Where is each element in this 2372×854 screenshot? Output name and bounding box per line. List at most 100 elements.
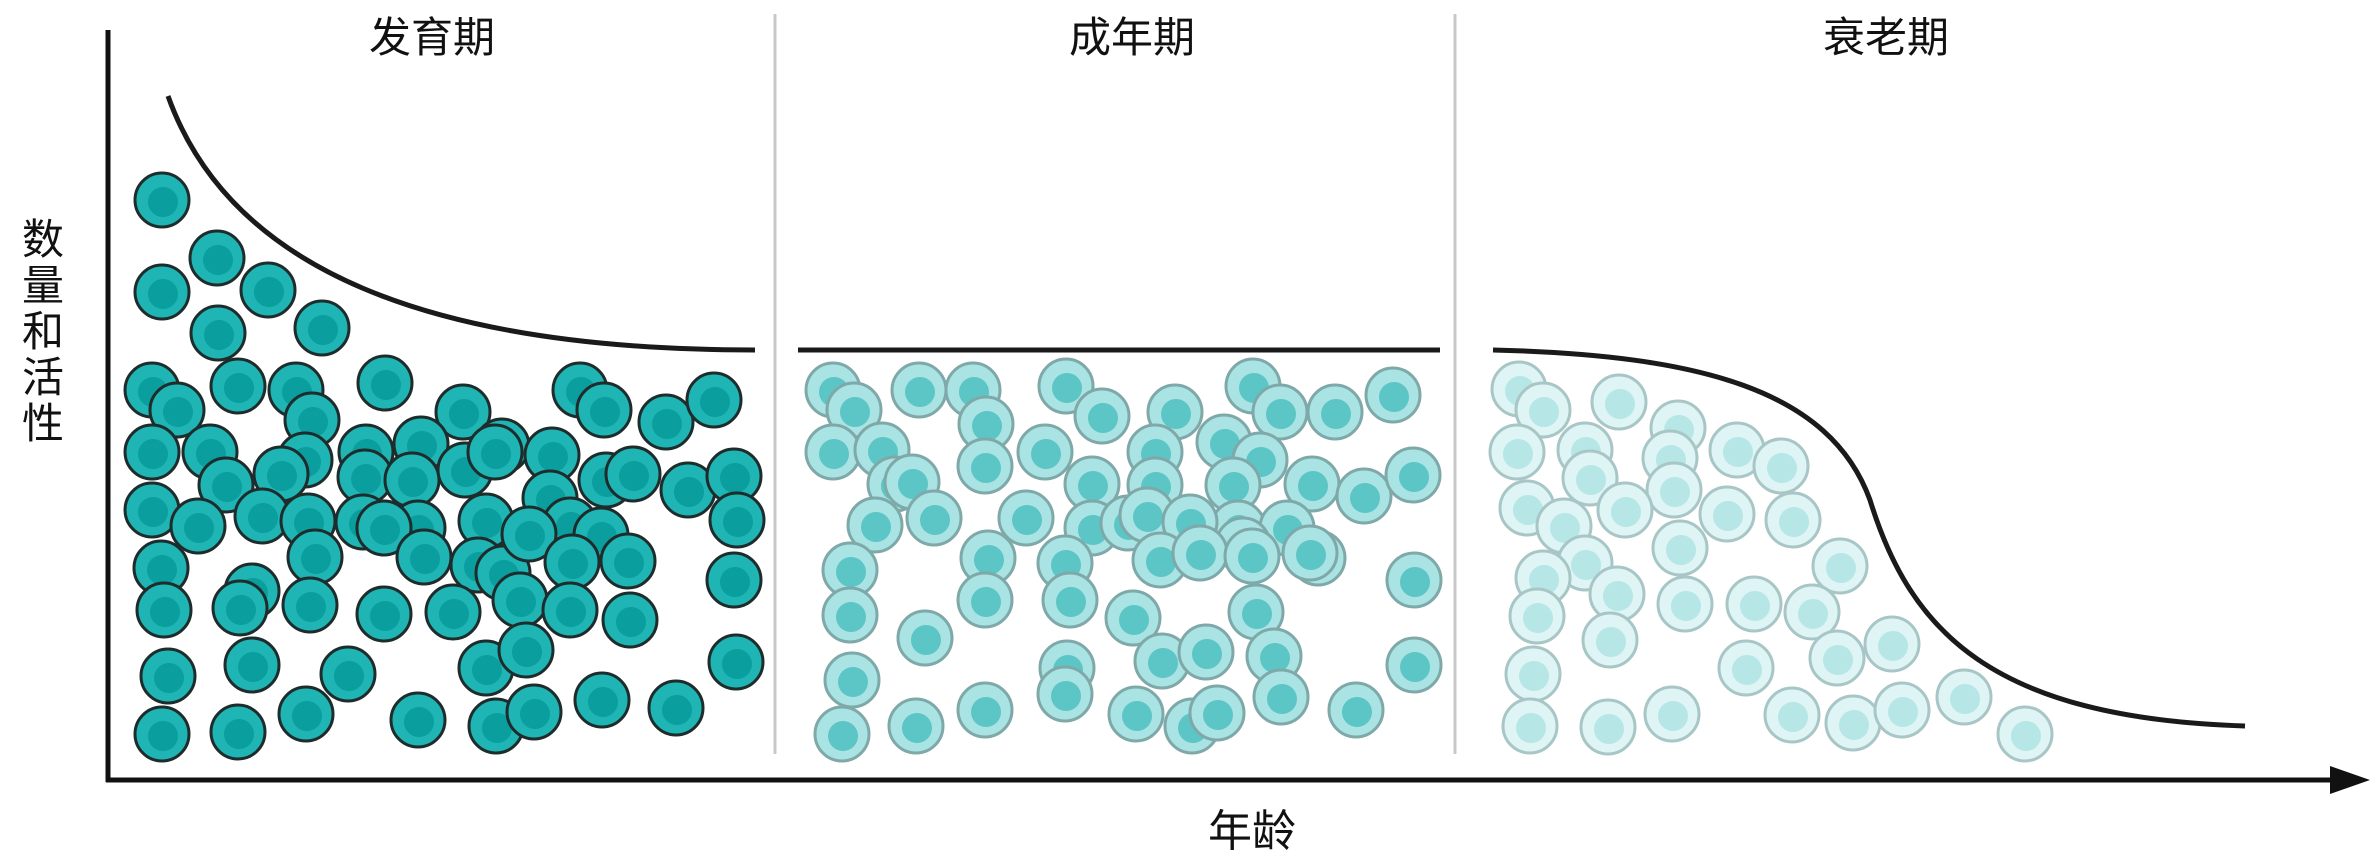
cell-icon (1656, 575, 1714, 633)
cell-icon (1588, 565, 1646, 623)
cell-icon (1725, 575, 1783, 633)
cell-icon (1104, 589, 1162, 647)
cell-icon (139, 647, 197, 705)
cell-icon (707, 633, 765, 691)
cell-icon (1508, 587, 1566, 645)
cell-icon (132, 539, 190, 597)
cell-icon (705, 551, 763, 609)
cell-icon (1863, 615, 1921, 673)
cell-icon (1107, 685, 1165, 743)
cell-icon (148, 381, 206, 439)
cell-icon (1561, 449, 1619, 507)
cell-icon (1514, 381, 1572, 439)
cell-icon (1281, 524, 1339, 582)
cell-icon (1227, 583, 1285, 641)
cell-icon (223, 636, 281, 694)
cell-icon (1808, 629, 1866, 687)
cell-icon (543, 533, 601, 591)
cell-icon (1385, 636, 1443, 694)
cell-icon (1645, 461, 1703, 519)
cell-icon (1590, 373, 1648, 431)
cell-icon (1063, 455, 1121, 513)
cell-icon (286, 528, 344, 586)
cell-icon (523, 426, 581, 484)
cell-icon (1133, 632, 1191, 690)
cell-icon (1698, 485, 1756, 543)
cell-icon (821, 586, 879, 644)
cell-icon (500, 505, 558, 563)
cell-icon (1764, 491, 1822, 549)
cell-icon (997, 489, 1055, 547)
cell-icon (823, 651, 881, 709)
level-curve-aging (1492, 347, 2246, 729)
cell-icon (1036, 665, 1094, 723)
cell-icon (1488, 423, 1546, 481)
phase-title-development: 发育期 (369, 13, 495, 62)
cell-icon (1643, 685, 1701, 743)
cell-icon (424, 583, 482, 641)
cell-icon (1073, 387, 1131, 445)
cell-icon (209, 357, 267, 415)
cell-icon (466, 423, 524, 481)
cell-icon (1016, 423, 1074, 481)
cell-icon (890, 361, 948, 419)
cell-icon (123, 481, 181, 539)
cell-icon (1651, 519, 1709, 577)
cell-icon (1041, 571, 1099, 629)
cell-icon (821, 541, 879, 599)
cell-icon (1335, 467, 1393, 525)
cell-icon (395, 528, 453, 586)
cell-icon (1385, 551, 1443, 609)
cell-icon (356, 354, 414, 412)
cell-icon (813, 705, 871, 763)
cells-adulthood (804, 357, 1443, 763)
cell-icon (1171, 524, 1229, 582)
cell-icon (1811, 537, 1869, 595)
cell-icon (1306, 383, 1364, 441)
cell-icon (1763, 686, 1821, 744)
cell-icon (135, 581, 193, 639)
cell-icon (956, 571, 1014, 629)
cell-icon (1204, 456, 1262, 514)
cell-icon (434, 383, 492, 441)
cell-icon (601, 591, 659, 649)
cells-aging (1488, 360, 2054, 763)
x-axis-arrow-icon (2330, 766, 2370, 794)
cell-icon (1824, 694, 1882, 752)
cell-icon (705, 447, 763, 505)
cell-icon (209, 703, 267, 761)
x-axis-title: 年龄 (1208, 806, 1296, 854)
cell-icon (1283, 455, 1341, 513)
cell-icon (133, 171, 191, 229)
cell-icon (233, 487, 291, 545)
cell-icon (1873, 681, 1931, 739)
cell-icon (1501, 697, 1559, 755)
cell-icon (905, 489, 963, 547)
cell-icon (647, 679, 705, 737)
cell-icon (491, 571, 549, 629)
cell-icon (1935, 668, 1993, 726)
cell-icon (239, 261, 297, 319)
cell-icon (281, 576, 339, 634)
cell-icon (1579, 698, 1637, 756)
cell-icon (604, 445, 662, 503)
cell-icon (197, 456, 255, 514)
cell-icon (319, 645, 377, 703)
cell-icon (825, 381, 883, 439)
cell-icon (1783, 583, 1841, 641)
cell-icon (1717, 639, 1775, 697)
cell-icon (708, 491, 766, 549)
cell-icon (1327, 681, 1385, 739)
cell-icon (188, 229, 246, 287)
cell-icon (1752, 437, 1810, 495)
cell-icon (277, 685, 335, 743)
cell-icon (133, 263, 191, 321)
cell-icon (957, 395, 1015, 453)
cell-icon (637, 393, 695, 451)
cell-icon (1252, 668, 1310, 726)
cell-icon (123, 423, 181, 481)
cell-icon (1188, 684, 1246, 742)
cell-icon (599, 532, 657, 590)
cell-icon (169, 497, 227, 555)
